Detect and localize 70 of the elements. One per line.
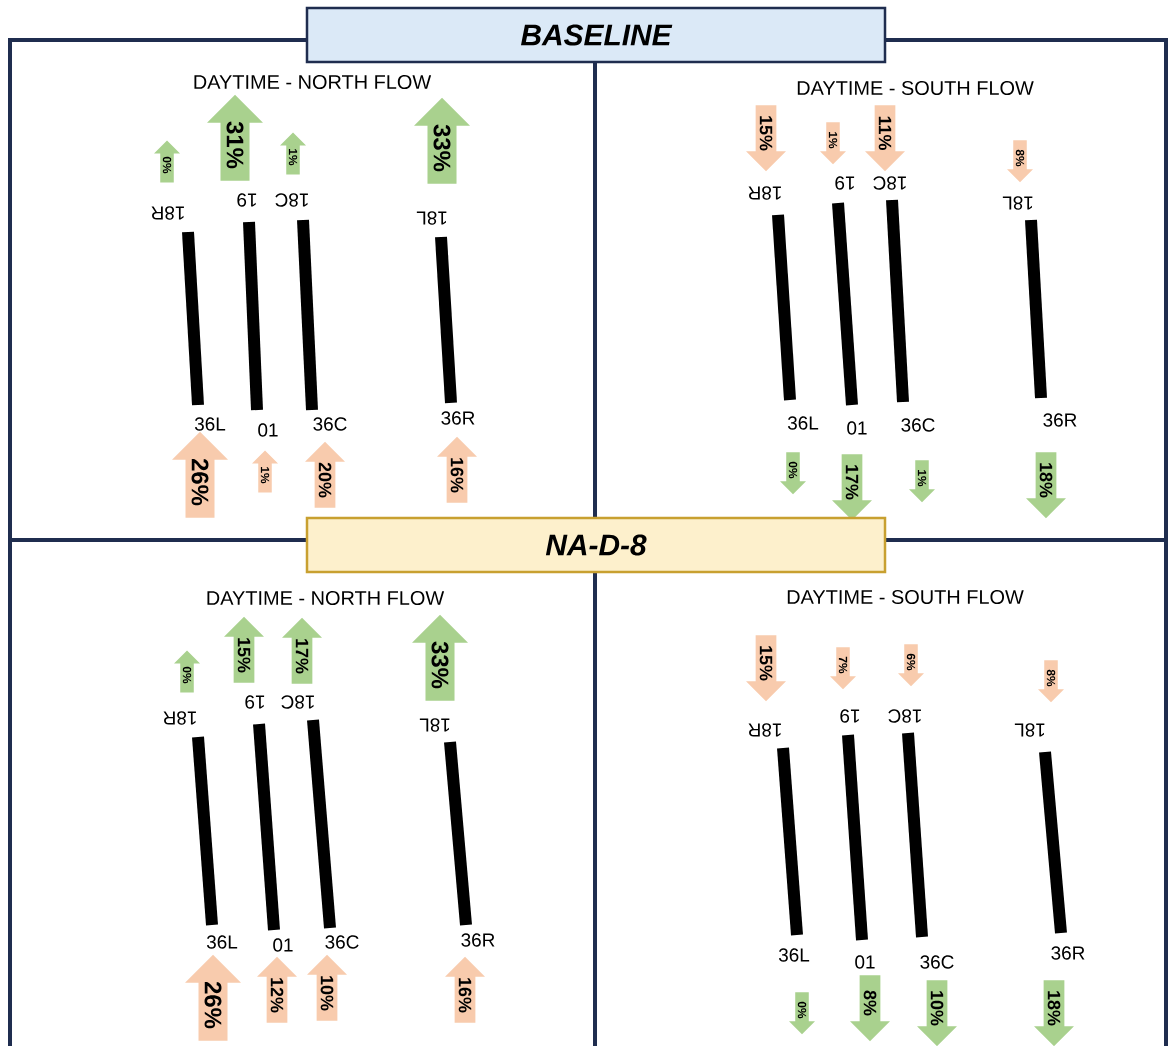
runway-label: 18R (163, 711, 196, 725)
panel-heading: DAYTIME - NORTH FLOW (194, 74, 432, 90)
percentage-tag: 12% (257, 956, 297, 1023)
runway-label: 36R (461, 933, 495, 947)
percentage-tag: 16% (437, 436, 477, 503)
percentage-tag: 17% (282, 617, 322, 684)
runway-label: 36R (1043, 413, 1077, 427)
runway-label: 18C (275, 193, 308, 207)
percentage-tag: 1% (252, 450, 278, 493)
percentage-tag: 10% (307, 954, 347, 1021)
percentage-tag: 18% (1034, 980, 1074, 1046)
runway-label: 19 (245, 695, 265, 709)
runway-label: 19 (840, 709, 860, 723)
percentage-tag: 7% (830, 647, 856, 690)
runway-label: 18L (419, 718, 450, 732)
runway-label: 18L (1014, 723, 1045, 737)
runway-label: 36L (778, 948, 810, 962)
percentage-tag: 15% (224, 616, 264, 683)
percentage-tag: 8% (1038, 660, 1064, 703)
percentage-tag: 8% (850, 975, 890, 1042)
percentage-tag: 1% (280, 132, 306, 175)
percentage-tag: 18% (1026, 452, 1066, 519)
runway-label: 36L (206, 935, 238, 949)
runway-label: 18C (888, 709, 921, 723)
percentage-tag: 26% (172, 431, 228, 518)
runway-label: 36C (920, 955, 954, 969)
runway-label: 01 (273, 938, 293, 952)
runway-label: 36L (194, 417, 226, 431)
runway-label: 18R (748, 723, 781, 737)
runway-label: 36R (441, 411, 475, 425)
percentage-tag: 1% (820, 122, 846, 165)
runway-label: 01 (855, 955, 875, 969)
percentage-tag: 16% (445, 956, 485, 1023)
percentage-tag: 1% (909, 460, 935, 503)
percentage-tag: 6% (898, 644, 924, 687)
runway-label: 18L (416, 211, 447, 225)
percentage-tag: 0% (174, 650, 200, 693)
percentage-tag: 33% (414, 97, 470, 184)
runway-label: 18R (151, 206, 184, 220)
percentage-tag: 15% (746, 635, 786, 702)
runway-label: 01 (258, 423, 278, 437)
percentage-tag: 33% (412, 614, 468, 701)
title-box: BASELINE (305, 6, 887, 64)
runway-label: 36C (313, 417, 347, 431)
percentage-tag: 10% (917, 980, 957, 1046)
runway-label: 18C (873, 176, 906, 190)
panel-heading: DAYTIME - SOUTH FLOW (787, 589, 1024, 605)
percentage-tag: 0% (154, 140, 180, 183)
percentage-tag: 26% (185, 954, 241, 1041)
runway-label: 18R (748, 186, 781, 200)
percentage-tag: 0% (780, 452, 806, 495)
percentage-tag: 11% (865, 105, 905, 172)
percentage-tag: 17% (832, 454, 872, 521)
percentage-tag: 20% (305, 441, 345, 508)
panel-heading: DAYTIME - SOUTH FLOW (797, 80, 1034, 96)
runway-label: 01 (847, 421, 867, 435)
percentage-tag: 31% (207, 94, 263, 181)
runway-label: 36R (1051, 946, 1085, 960)
percentage-tag: 0% (789, 992, 815, 1035)
panel-heading: DAYTIME - NORTH FLOW (207, 590, 445, 606)
runway-label: 19 (835, 176, 855, 190)
runway-label: 19 (237, 193, 257, 207)
percentage-tag: 8% (1007, 140, 1033, 183)
runway-label: 36C (325, 935, 359, 949)
percentage-tag: 15% (746, 105, 786, 172)
runway-label: 18L (1002, 196, 1033, 210)
title-box: NA-D-8 (305, 516, 887, 574)
runway-label: 36C (901, 418, 935, 432)
runway-label: 36L (787, 416, 819, 430)
runway-label: 18C (281, 695, 314, 709)
